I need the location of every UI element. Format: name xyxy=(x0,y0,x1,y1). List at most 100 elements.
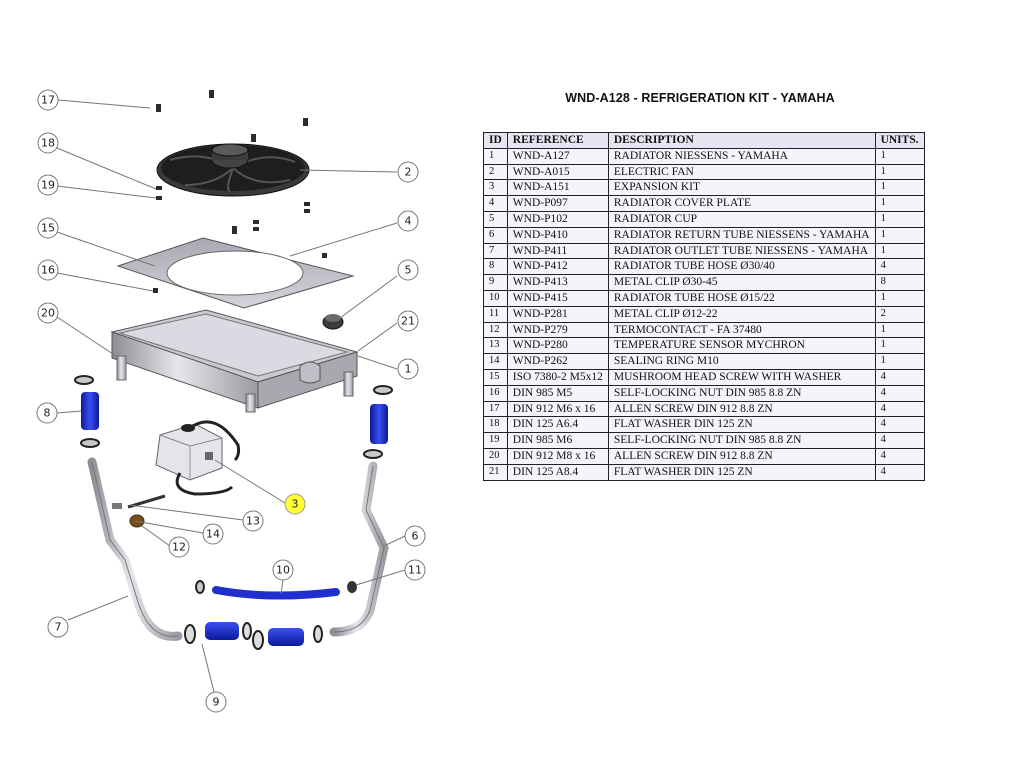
svg-text:15: 15 xyxy=(41,222,55,235)
cell-reference: WND-P262 xyxy=(506,353,609,370)
cell-units: 4 xyxy=(874,416,925,434)
small-hose xyxy=(212,586,340,600)
svg-text:1: 1 xyxy=(405,363,412,376)
electric-fan xyxy=(156,143,310,197)
svg-text:13: 13 xyxy=(246,515,260,528)
cell-id: 4 xyxy=(483,195,508,212)
svg-text:5: 5 xyxy=(405,264,412,277)
cell-description: RADIATOR RETURN TUBE NIESSENS - YAMAHA xyxy=(607,226,876,244)
cell-units: 4 xyxy=(874,368,925,386)
callout-19: 19 xyxy=(37,174,59,196)
cell-description: RADIATOR OUTLET TUBE NIESSENS - YAMAHA xyxy=(607,242,876,260)
cell-units: 1 xyxy=(874,210,925,228)
cell-id: 21 xyxy=(483,463,508,481)
svg-text:11: 11 xyxy=(408,564,422,577)
svg-text:10: 10 xyxy=(276,564,290,577)
svg-text:14: 14 xyxy=(206,528,220,541)
cell-id: 2 xyxy=(483,163,508,181)
cell-reference: DIN 985 M6 xyxy=(506,432,609,449)
cell-id: 13 xyxy=(483,337,508,355)
cell-reference: WND-A151 xyxy=(506,179,609,197)
cell-id: 18 xyxy=(483,416,508,434)
cell-units: 8 xyxy=(874,274,925,291)
cell-id: 8 xyxy=(483,258,508,276)
leader-lines xyxy=(56,99,406,693)
cell-reference: WND-P412 xyxy=(506,258,609,276)
cell-id: 14 xyxy=(483,353,508,370)
cell-id: 3 xyxy=(483,179,508,197)
header-units: UNITS. xyxy=(874,132,925,149)
callout-13: 13 xyxy=(242,510,264,532)
radiator-return-tube xyxy=(329,461,389,637)
cell-id: 17 xyxy=(483,400,508,418)
radiator-cover-plate xyxy=(116,237,355,309)
cell-description: ELECTRIC FAN xyxy=(607,163,876,181)
cell-id: 19 xyxy=(483,432,508,449)
callout-4: 4 xyxy=(397,210,419,232)
cell-description: RADIATOR TUBE HOSE Ø30/40 xyxy=(607,258,876,276)
hose-left-upper xyxy=(74,375,100,448)
radiator-cup xyxy=(322,314,344,330)
cell-description: FLAT WASHER DIN 125 ZN xyxy=(607,463,876,481)
cell-id: 20 xyxy=(483,447,508,465)
svg-text:20: 20 xyxy=(41,307,55,320)
cell-id: 15 xyxy=(483,368,508,386)
cell-units: 4 xyxy=(874,400,925,418)
svg-text:4: 4 xyxy=(405,215,412,228)
cell-units: 1 xyxy=(874,337,925,355)
cell-description: RADIATOR CUP xyxy=(607,210,876,228)
callout-7: 7 xyxy=(47,616,69,638)
cell-units: 4 xyxy=(874,463,925,481)
callout-21: 21 xyxy=(397,310,419,332)
radiator-outlet-tube xyxy=(87,457,183,641)
cell-id: 12 xyxy=(483,321,508,339)
callout-10: 10 xyxy=(272,559,294,581)
svg-text:3: 3 xyxy=(292,498,299,511)
cell-units: 4 xyxy=(874,447,925,465)
cell-description: TEMPERATURE SENSOR MYCHRON xyxy=(607,337,876,355)
cell-reference: WND-A015 xyxy=(506,163,609,181)
callout-3: 3 xyxy=(284,493,306,515)
header-description: DESCRIPTION xyxy=(607,132,876,149)
cell-units: 4 xyxy=(874,384,925,402)
cell-reference: DIN 912 M6 x 16 xyxy=(506,400,609,418)
cell-reference: WND-P411 xyxy=(506,242,609,260)
cell-id: 11 xyxy=(483,305,508,323)
svg-text:19: 19 xyxy=(41,179,55,192)
cell-reference: WND-P415 xyxy=(506,289,609,307)
cell-units: 1 xyxy=(874,321,925,339)
cell-reference: WND-P410 xyxy=(506,226,609,244)
cell-units: 1 xyxy=(874,353,925,370)
cell-description: METAL CLIP Ø12-22 xyxy=(607,305,876,323)
cell-reference: ISO 7380-2 M5x12 xyxy=(506,368,609,386)
radiator xyxy=(110,309,359,413)
cell-units: 1 xyxy=(874,179,925,197)
expansion-kit xyxy=(155,420,241,496)
exploded-view-diagram: 1 2 3 4 5 6 7 8 9 10 11 12 13 14 15 16 1… xyxy=(36,89,426,713)
cell-id: 5 xyxy=(483,210,508,228)
cell-reference: WND-A127 xyxy=(506,147,609,165)
callout-20: 20 xyxy=(37,302,59,324)
cell-id: 6 xyxy=(483,226,508,244)
cell-description: ALLEN SCREW DIN 912 8.8 ZN xyxy=(607,447,876,465)
callout-15: 15 xyxy=(37,217,59,239)
cell-description: RADIATOR NIESSENS - YAMAHA xyxy=(607,147,876,165)
cell-description: RADIATOR COVER PLATE xyxy=(607,195,876,212)
cell-description: FLAT WASHER DIN 125 ZN xyxy=(607,416,876,434)
callout-12: 12 xyxy=(168,536,190,558)
cell-id: 7 xyxy=(483,242,508,260)
callout-8: 8 xyxy=(36,402,58,424)
svg-text:9: 9 xyxy=(213,696,220,709)
